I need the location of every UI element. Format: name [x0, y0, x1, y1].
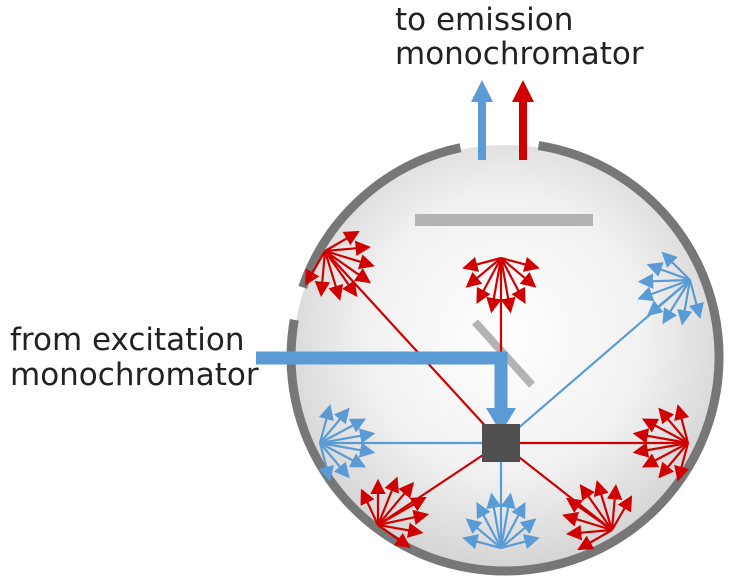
baffle-plate	[415, 214, 593, 226]
fan-arrow	[565, 497, 613, 531]
fan-arrow	[658, 442, 689, 479]
fan-arrow	[476, 501, 502, 549]
fan-arrow	[304, 250, 326, 286]
fan-arrow	[486, 492, 503, 549]
fan-arrow	[377, 481, 415, 526]
fan-arrow	[319, 442, 367, 468]
fan-arrow	[688, 279, 704, 319]
fan-arrow	[674, 442, 690, 482]
sphere-wall-arc-upper-left	[298, 143, 462, 289]
fan-arrow	[319, 418, 367, 444]
fan-arrow	[632, 441, 689, 458]
fan-arrow	[641, 418, 689, 444]
fan-arrow	[376, 476, 399, 526]
excitation-beam	[256, 351, 508, 410]
fan-arrow	[500, 257, 537, 288]
fan-arrow	[577, 529, 613, 551]
fan-red-right	[632, 404, 690, 482]
fan-arrow	[377, 496, 427, 526]
fan-arrow	[611, 495, 633, 531]
input-label-line1: from excitation	[10, 322, 245, 358]
fan-arrow	[606, 484, 623, 531]
fan-arrow	[462, 256, 502, 272]
fan-red-top	[462, 256, 540, 314]
fan-arrow	[562, 511, 613, 532]
fan-arrow	[641, 442, 689, 468]
fan-arrow	[324, 230, 360, 252]
fan-arrow	[324, 250, 358, 298]
fan-arrow	[377, 524, 411, 549]
fan-blue-upper-right	[637, 251, 704, 326]
output-blue-arrow	[471, 80, 493, 160]
fan-arrow	[465, 257, 502, 288]
fan-arrow	[500, 257, 526, 305]
fan-arrow	[377, 522, 424, 538]
fan-arrow	[499, 257, 516, 314]
output-red-arrow	[512, 80, 534, 160]
fan-arrow	[579, 483, 613, 531]
fan-arrow	[319, 442, 350, 479]
fan-arrow	[324, 249, 375, 270]
fan-red-lower-left	[360, 476, 430, 549]
fan-arrow	[637, 278, 691, 302]
fan-arrow	[319, 428, 376, 445]
fan-arrow	[677, 279, 693, 326]
fan-arrow	[566, 524, 613, 541]
fan-arrow	[500, 501, 526, 549]
fan-arrow	[593, 480, 614, 531]
fan-arrow	[324, 240, 371, 257]
fan-arrow	[658, 407, 689, 444]
fan-arrow	[377, 509, 430, 527]
output-label-line2: monochromator	[395, 36, 644, 72]
fan-arrow	[319, 407, 350, 444]
fan-arrow	[319, 441, 376, 458]
fan-arrow	[500, 256, 540, 272]
fan-red-upper-left	[304, 230, 375, 301]
ray-red-lower-left	[377, 442, 502, 526]
fan-arrow	[632, 428, 689, 445]
fan-arrow	[476, 257, 502, 305]
output-label-line1: to emission	[395, 2, 574, 38]
sample-cuvette	[482, 424, 520, 462]
fan-arrow	[646, 262, 691, 282]
fan-arrow	[662, 279, 691, 325]
fan-arrow	[324, 250, 372, 284]
reflection-fans	[304, 230, 704, 551]
fan-arrow	[500, 518, 537, 549]
fan-blue-bottom	[462, 492, 540, 550]
fan-blue-left	[318, 404, 376, 482]
fan-red-lower-right	[562, 480, 633, 551]
fan-arrow	[465, 518, 502, 549]
fan-arrow	[314, 250, 331, 297]
fan-arrow	[646, 279, 691, 317]
fan-arrow	[318, 404, 334, 444]
fan-arrow	[462, 534, 502, 550]
fan-arrow	[360, 488, 379, 526]
excitation-beam-arrowhead	[486, 408, 516, 433]
fan-arrow	[318, 442, 334, 482]
input-label-line2: monochromator	[10, 357, 259, 393]
fan-arrow	[486, 257, 503, 314]
fan-arrow	[499, 492, 516, 549]
fan-arrow	[637, 273, 691, 289]
fan-arrow	[500, 534, 540, 550]
fan-arrow	[674, 404, 690, 444]
fan-arrow	[661, 251, 691, 281]
fan-arrow	[323, 250, 344, 301]
